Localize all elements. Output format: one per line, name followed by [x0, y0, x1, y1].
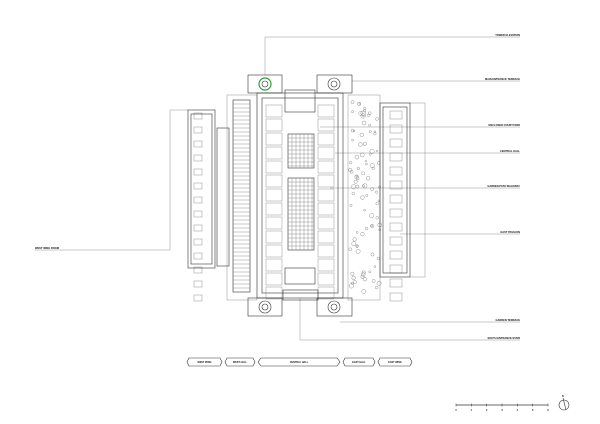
svg-text:CENTRAL HALL: CENTRAL HALL — [290, 361, 309, 364]
callout-label: SOUTH ENTRANCE STAIR — [487, 336, 520, 340]
svg-text:EAST HALL: EAST HALL — [352, 361, 366, 364]
callout-label: MAIN ENTRANCE TERRACE — [485, 77, 520, 81]
svg-text:WEST WING: WEST WING — [197, 361, 211, 364]
tower-se — [316, 297, 353, 317]
scale-tick-label: 2 — [486, 409, 488, 412]
callout-label: ENCLOSED COURTYARD — [489, 123, 521, 127]
central-hall — [193, 89, 403, 302]
west-wing — [187, 94, 258, 301]
callout-label: GARDEN PATH WALKWAY — [487, 184, 520, 188]
callout-label: TOWER ELEVATION — [495, 33, 520, 37]
scale-bar: 0 1 2 3 4 5 6 — [455, 403, 549, 412]
svg-text:EAST WING: EAST WING — [388, 361, 402, 364]
scale-tick-label: 5 — [532, 409, 534, 412]
scale-tick-label: 1 — [471, 409, 473, 412]
scale-tick-label: 4 — [517, 409, 519, 412]
callout-label: CENTRAL HALL — [500, 149, 520, 153]
callout-label: WEST WING ROOM — [35, 246, 59, 250]
section-tags: WEST WING WEST HALL CENTRAL HALL EAST HA… — [186, 357, 413, 367]
scale-tick-label: 0 — [455, 409, 457, 412]
leader-lines — [35, 36, 520, 341]
scale-tick-label: 6 — [547, 409, 549, 412]
tower-ne — [316, 74, 353, 94]
svg-text:WEST HALL: WEST HALL — [233, 361, 247, 364]
callout-label: GARDEN TERRACE — [496, 318, 521, 322]
scale-tick-label: 3 — [501, 409, 503, 412]
callout-label: EAST PAVILION — [500, 230, 520, 234]
callout-labels: TOWER ELEVATION MAIN ENTRANCE TERRACE EN… — [35, 33, 520, 340]
south-stair — [282, 289, 319, 301]
towers — [247, 74, 353, 317]
east-wing — [347, 94, 411, 301]
north-arrow-icon: N — [558, 395, 570, 411]
svg-text:N: N — [562, 395, 564, 398]
highlighted-tower-circle — [258, 77, 272, 91]
